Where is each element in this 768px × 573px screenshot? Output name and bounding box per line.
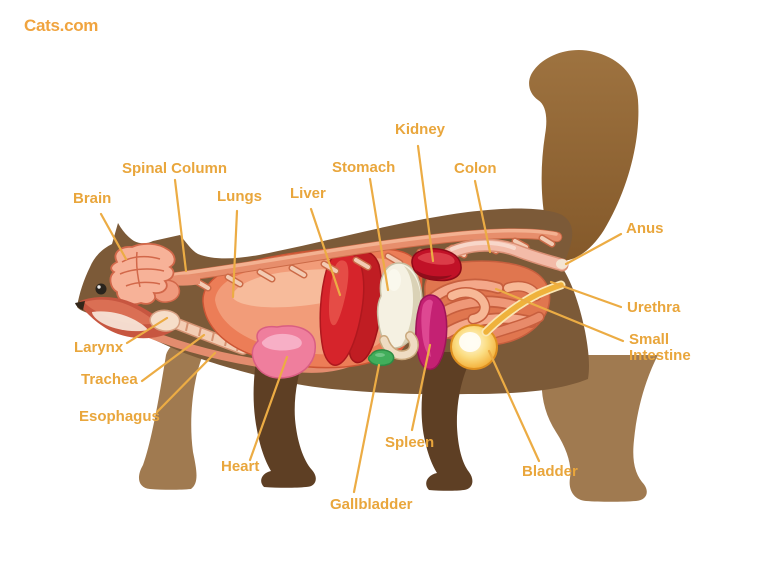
label-stomach: Stomach	[332, 159, 396, 176]
heart-shape	[251, 325, 316, 379]
leader-line-spinal-column	[173, 178, 188, 273]
label-colon: Colon	[454, 160, 497, 177]
leader-line-liver	[309, 207, 342, 297]
tongue-highlight	[92, 311, 148, 332]
leader-line-larynx	[125, 316, 169, 345]
label-spleen: Spleen	[385, 434, 435, 451]
leader-line-stomach	[368, 177, 390, 292]
far-front-leg	[138, 330, 207, 490]
near-hind-leg	[421, 352, 475, 491]
kidney-shape	[411, 247, 462, 282]
leader-line-colon	[473, 179, 492, 254]
urethra-shape	[481, 280, 566, 337]
label-brain: Brain	[73, 190, 112, 207]
leader-line-trachea	[140, 333, 206, 383]
leader-line-urethra	[549, 280, 623, 309]
label-spinal-column: Spinal Column	[122, 160, 227, 177]
cats-com-logo: Cats.com	[24, 16, 99, 35]
label-esophagus: Esophagus	[79, 408, 160, 425]
label-kidney: Kidney	[395, 121, 446, 138]
far-hind-leg	[541, 355, 658, 502]
label-gallbladder: Gallbladder	[330, 496, 413, 513]
label-heart: Heart	[221, 458, 260, 475]
leader-line-lungs	[231, 209, 239, 299]
nose	[75, 301, 85, 310]
leader-line-spleen	[410, 343, 432, 432]
larynx-shape	[149, 309, 181, 332]
stomach-shape	[376, 262, 423, 349]
label-lungs: Lungs	[217, 188, 262, 205]
leader-line-heart	[248, 355, 289, 462]
liver-shape	[319, 250, 383, 366]
leader-line-esophagus	[155, 351, 217, 414]
leader-lines	[99, 144, 625, 494]
leader-line-small-intestine	[494, 287, 625, 343]
small-intestine-shape	[422, 260, 551, 348]
leader-line-kidney	[416, 144, 435, 263]
leader-line-anus	[564, 232, 623, 266]
label-anus: Anus	[626, 220, 664, 237]
label-bladder: Bladder	[522, 463, 578, 480]
eye-glint	[97, 285, 101, 289]
gallbladder-shape	[367, 349, 395, 367]
label-trachea: Trachea	[81, 371, 138, 388]
label-liver: Liver	[290, 185, 326, 202]
colon-shape	[443, 238, 569, 272]
label-small-intestine: Small Intestine	[629, 331, 691, 364]
label-larynx: Larynx	[74, 339, 124, 356]
spinal-column-shape	[157, 228, 563, 292]
spleen-shape	[415, 294, 448, 370]
anus-shape	[556, 259, 568, 269]
leader-line-gallbladder	[352, 363, 381, 494]
label-urethra: Urethra	[627, 299, 681, 316]
tail	[529, 50, 639, 261]
leader-line-brain	[99, 212, 128, 261]
eye	[95, 283, 107, 295]
leader-line-bladder	[487, 349, 541, 463]
